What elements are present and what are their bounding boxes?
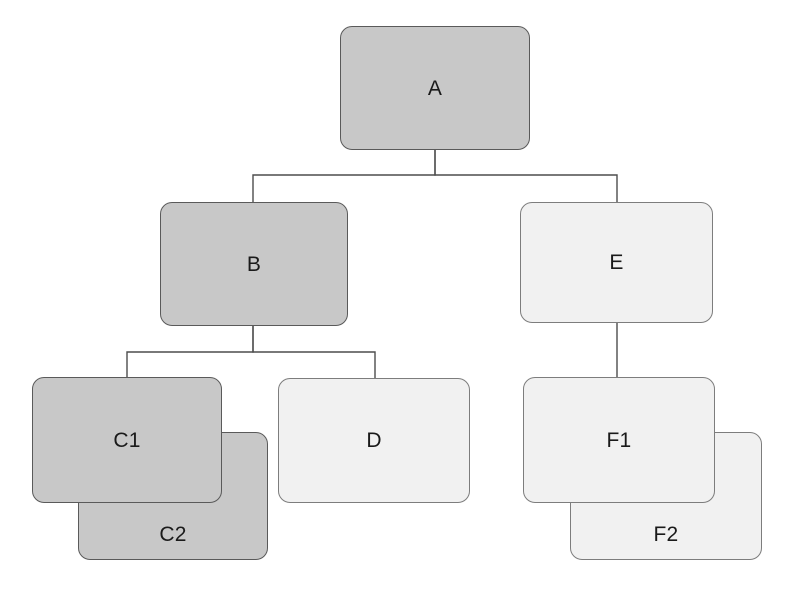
edge-a-e: [434, 150, 618, 202]
node-label: F1: [606, 428, 632, 452]
node-f1[interactable]: F1: [523, 377, 715, 503]
edge-b-d: [252, 326, 376, 378]
node-a[interactable]: A: [340, 26, 530, 150]
node-label: B: [246, 252, 262, 276]
node-label: D: [366, 429, 382, 452]
node-label: E: [609, 251, 624, 274]
node-c1[interactable]: C1: [32, 377, 222, 503]
node-label: C1: [113, 428, 141, 452]
edge-b-c1: [126, 326, 254, 377]
edge-a-b: [252, 150, 436, 202]
node-label: F2: [653, 523, 679, 546]
node-label: C2: [159, 523, 187, 546]
node-b[interactable]: B: [160, 202, 348, 326]
node-e[interactable]: E: [520, 202, 713, 323]
node-label: A: [427, 76, 443, 100]
node-d[interactable]: D: [278, 378, 470, 503]
